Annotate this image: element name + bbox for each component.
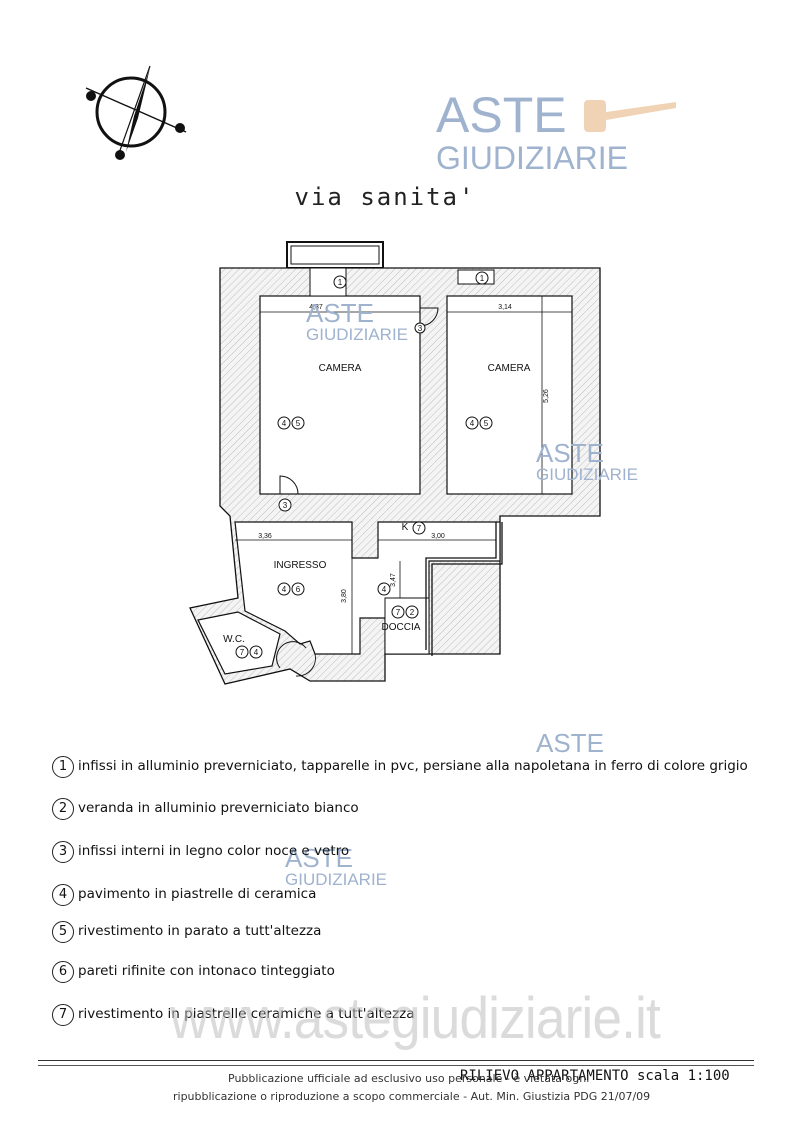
watermark-logo: ASTE [536, 730, 604, 756]
svg-text:4: 4 [282, 419, 287, 428]
svg-text:1: 1 [338, 278, 343, 287]
legend-text: rivestimento in parato a tutt'altezza [78, 923, 322, 939]
legend-number: 7 [52, 1004, 74, 1026]
legend-number: 3 [52, 841, 74, 863]
svg-text:7: 7 [417, 524, 422, 533]
watermark-aste: ASTE [436, 87, 567, 143]
marker: 4 [277, 416, 291, 430]
legend-item: 1 infissi in alluminio preverniciato, ta… [52, 756, 772, 778]
svg-text:6: 6 [296, 585, 301, 594]
room-camera-right [446, 295, 573, 495]
dim-label: 3,36 [258, 533, 272, 540]
legend-item: 4 pavimento in piastrelle di ceramica [52, 884, 772, 906]
marker: 3 [278, 498, 292, 512]
footer-line: ripubblicazione o riproduzione a scopo c… [173, 1090, 651, 1103]
watermark-aste: ASTE [536, 728, 604, 758]
room-label: CAMERA [488, 363, 531, 374]
dim-label: 3,80 [341, 589, 348, 603]
room-label: CAMERA [319, 363, 362, 374]
legend-number: 1 [52, 756, 74, 778]
footer-line: Pubblicazione ufficiale ad esclusivo uso… [228, 1072, 590, 1085]
legend-item: 6 pareti rifinite con intonaco tinteggia… [52, 961, 772, 983]
marker: 1 [333, 275, 347, 289]
room-camera-left [259, 295, 421, 495]
room-label: K [402, 522, 409, 533]
marker: 5 [479, 416, 493, 430]
marker: 4 [465, 416, 479, 430]
svg-text:7: 7 [240, 648, 245, 657]
legend-text: infissi in alluminio preverniciato, tapp… [78, 758, 748, 774]
svg-text:4: 4 [254, 648, 259, 657]
svg-text:4: 4 [470, 419, 475, 428]
dim-label: 3,00 [431, 533, 445, 540]
svg-text:3: 3 [283, 501, 288, 510]
room-label: INGRESSO [274, 560, 327, 571]
svg-text:5: 5 [296, 419, 301, 428]
room-label: W.C. [223, 634, 245, 645]
marker: 4 [377, 582, 391, 596]
legend-number: 2 [52, 798, 74, 820]
marker: 7 [391, 605, 405, 619]
legend-item: 5 rivestimento in parato a tutt'altezza [52, 921, 772, 943]
marker: 6 [291, 582, 305, 596]
svg-text:4: 4 [282, 585, 287, 594]
marker: 7 [412, 521, 426, 535]
legend-number: 6 [52, 961, 74, 983]
legend-item: 7 rivestimento in piastrelle ceramiche a… [52, 1004, 772, 1026]
legend-text: pareti rifinite con intonaco tinteggiato [78, 963, 335, 979]
marker: 4 [249, 645, 263, 659]
svg-text:3: 3 [418, 324, 423, 333]
marker: 1 [475, 271, 489, 285]
legend-text: pavimento in piastrelle di ceramica [78, 886, 317, 902]
marker: 2 [405, 605, 419, 619]
marker: 3 [414, 322, 426, 334]
survey-title: RILIEVO APPARTAMENTO scala 1:100 [460, 1068, 730, 1084]
dim-label: 3,47 [390, 573, 397, 587]
floor-plan: 4,37 3,14 5,26 3,36 3,00 3,80 3,47 CAMER… [189, 241, 601, 685]
watermark-giudiziarie: GIUDIZIARIE [436, 140, 629, 176]
dim-label: 5,26 [543, 389, 550, 403]
legend-item: 3 infissi interni in legno color noce e … [52, 841, 772, 863]
dim-label: 4,37 [309, 304, 323, 311]
gavel-icon [584, 100, 676, 132]
north-arrow-icon [85, 65, 187, 160]
svg-text:4: 4 [382, 585, 387, 594]
svg-text:2: 2 [410, 608, 415, 617]
legend-text: infissi interni in legno color noce e ve… [78, 843, 350, 859]
divider [38, 1060, 754, 1061]
svg-text:1: 1 [480, 274, 485, 283]
divider [38, 1065, 754, 1066]
legend-item: 2 veranda in alluminio preverniciato bia… [52, 798, 772, 820]
street-name: via sanita' [294, 183, 476, 211]
marker: 4 [277, 582, 291, 596]
legend-number: 5 [52, 921, 74, 943]
room-wc [197, 611, 281, 675]
dim-label: 3,14 [498, 304, 512, 311]
legend-number: 4 [52, 884, 74, 906]
room-label: DOCCIA [382, 622, 421, 633]
svg-text:7: 7 [396, 608, 401, 617]
svg-text:5: 5 [484, 419, 489, 428]
marker: 7 [235, 645, 249, 659]
legend-text: veranda in alluminio preverniciato bianc… [78, 800, 359, 816]
marker: 5 [291, 416, 305, 430]
legend-text: rivestimento in piastrelle ceramiche a t… [78, 1006, 415, 1022]
watermark-logo: ASTE GIUDIZIARIE [436, 90, 628, 174]
